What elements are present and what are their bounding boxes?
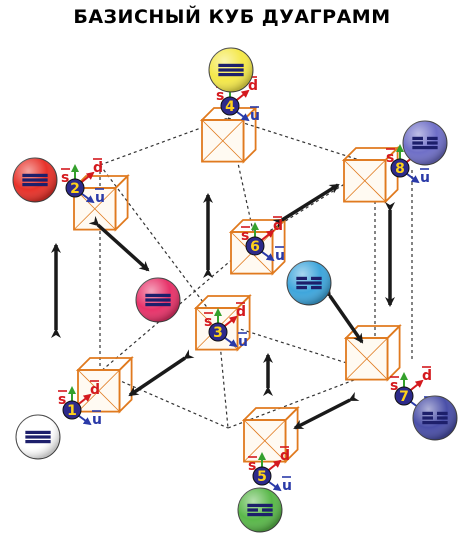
node-8-number: 8: [395, 161, 405, 177]
trigram-ball-5: [237, 487, 283, 533]
trigram-ball-1-trigram-icon: [25, 430, 51, 444]
trigram-ball-5-trigram-icon: [247, 503, 273, 517]
node-8: 8: [390, 158, 410, 178]
transition-arrow-9: [293, 391, 360, 430]
trigram-ball-8-trigram-icon: [412, 136, 438, 150]
node-2-label-s: s: [61, 170, 69, 186]
state-box-1: [75, 355, 134, 414]
node-1-label-u: u: [92, 412, 102, 428]
trigram-ball-8: [402, 120, 448, 166]
node-5-components: du s: [248, 446, 292, 494]
node-3: 3: [208, 322, 228, 342]
node-8-label-u: u: [420, 170, 430, 186]
node-4-label-s: s: [216, 88, 224, 104]
numbered-nodes: 1 2 3 4 5 6 7 8: [62, 96, 414, 486]
node-7: 7: [394, 386, 414, 406]
node-2-label-u: u: [95, 190, 105, 206]
transition-arrow-7: [128, 349, 195, 397]
transition-arrow-4: [272, 183, 340, 229]
node-1-number: 1: [67, 403, 77, 419]
node-6-label-d: d: [273, 218, 283, 234]
trigram-ball-2: [12, 157, 58, 203]
trigram-ball-1: [15, 414, 61, 460]
node-3-number: 3: [213, 325, 223, 341]
trigram-ball-2-trigram-icon: [22, 173, 48, 187]
transition-arrow-6: [321, 286, 364, 344]
node-2-label-d: d: [93, 160, 103, 176]
node-4-label-u: u: [250, 108, 260, 124]
node-4: 4: [220, 96, 240, 116]
trigram-ball-3: [135, 277, 181, 323]
trigram-ball-6: [286, 260, 332, 306]
diagram-title: БАЗИСНЫЙ КУБ ДУАГРАММ: [73, 6, 391, 28]
node-5-label-u: u: [282, 478, 292, 494]
node-4-label-d: d: [248, 78, 258, 94]
node-5: 5: [252, 466, 272, 486]
node-6-label-u: u: [275, 248, 285, 264]
state-box-8: [341, 145, 400, 204]
node-1: 1: [62, 400, 82, 420]
trigram-ball-7: [412, 395, 458, 441]
node-3-label-u: u: [238, 334, 248, 350]
transition-arrows: [51, 183, 395, 430]
state-box-7: [343, 323, 402, 382]
node-6-label-s: s: [241, 228, 249, 244]
node-2: 2: [65, 178, 85, 198]
node-3-label-s: s: [204, 314, 212, 330]
trigram-ball-7-trigram-icon: [422, 411, 448, 425]
node-3-label-d: d: [236, 304, 246, 320]
node-2-number: 2: [70, 181, 80, 197]
node-8-label-s: s: [386, 150, 394, 166]
node-4-number: 4: [225, 99, 235, 115]
node-7-number: 7: [399, 389, 409, 405]
trigram-ball-3-trigram-icon: [145, 293, 171, 307]
trigram-ball-6-trigram-icon: [296, 276, 322, 290]
node-5-number: 5: [257, 469, 267, 485]
node-7-label-d: d: [422, 368, 432, 384]
node-1-label-s: s: [58, 392, 66, 408]
state-box-4: [199, 105, 258, 164]
node-6: 6: [245, 236, 265, 256]
trigram-ball-4: [208, 47, 254, 93]
node-5-label-s: s: [248, 458, 256, 474]
trigram-balls: [12, 47, 458, 533]
state-boxes: [71, 105, 402, 464]
trigram-ball-4-trigram-icon: [218, 63, 244, 77]
node-7-label-s: s: [390, 378, 398, 394]
node-5-label-d: d: [280, 448, 290, 464]
transition-arrow-2: [88, 215, 150, 272]
node-6-number: 6: [250, 239, 260, 255]
node-1-label-d: d: [90, 382, 100, 398]
